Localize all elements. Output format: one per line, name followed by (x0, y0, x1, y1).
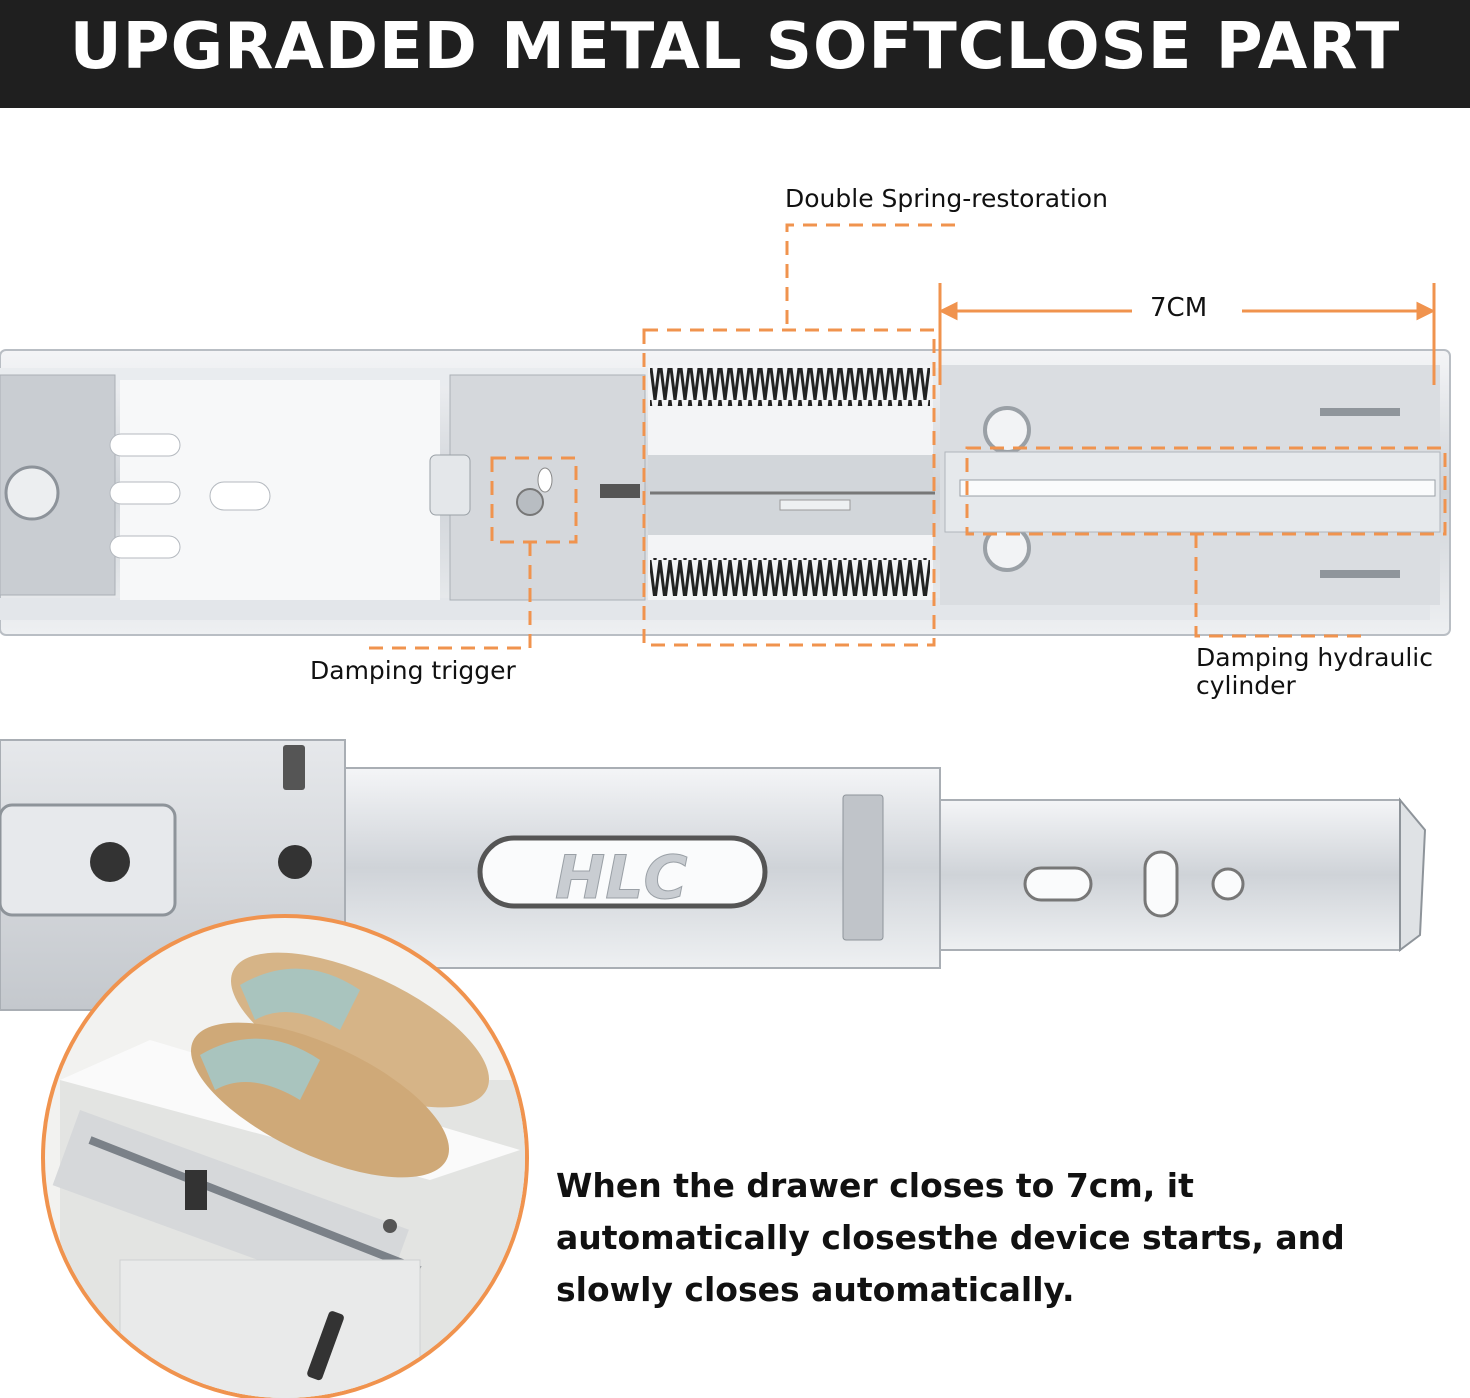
cylinder-highlight (965, 446, 1447, 536)
label-double-spring: Double Spring-restoration (785, 184, 1108, 213)
trigger-highlight (490, 456, 578, 544)
label-damping-trigger: Damping trigger (310, 656, 516, 685)
rail-logo-text: HLC (555, 843, 687, 913)
label-7cm: 7CM (1150, 293, 1208, 323)
callout-lines (360, 223, 1447, 650)
lower-rail: HLC (0, 739, 1427, 1011)
banner-title: UPGRADED METAL SOFTCLOSE PART (69, 10, 1401, 84)
spring-highlight (642, 328, 936, 647)
top-banner: UPGRADED METAL SOFTCLOSE PART (0, 0, 1470, 108)
dimension-line (938, 283, 1436, 385)
label-damping-cylinder-2: cylinder (1196, 671, 1296, 700)
label-damping-cylinder-1: Damping hydraulic (1196, 643, 1433, 672)
upper-rail (0, 349, 1451, 636)
description-text: When the drawer closes to 7cm, it automa… (556, 1166, 1345, 1309)
